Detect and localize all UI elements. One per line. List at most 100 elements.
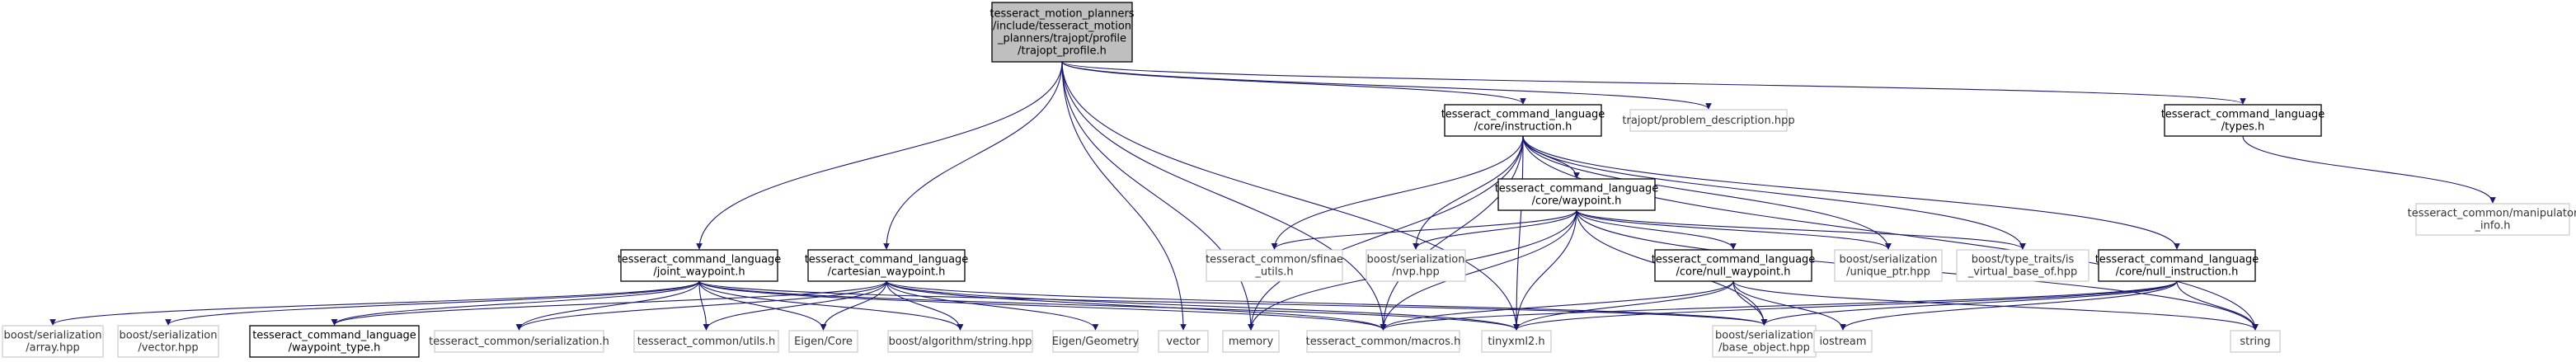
node-label-manipulator_info: tesseract_common/manipulator [2408,208,2576,220]
node-label-unique_ptr: boost/serialization [1839,254,1937,266]
node-label-nvp: /nvp.hpp [1392,266,1439,279]
node-manipulator_info[interactable]: tesseract_common/manipulator_info.h [2408,203,2576,236]
edge-instruction-to-is_virtual_base_of [1522,135,2026,250]
node-label-cartesian_waypoint: tesseract_command_language [805,254,969,266]
edge-joint_waypoint-to-eigen_core [698,280,827,331]
node-string_hpp[interactable]: boost/algorithm/string.hpp [887,330,1033,353]
edge-root-to-problem_description [1061,61,1712,110]
node-box-waypoint_type [249,325,420,358]
edge-cartesian_waypoint-to-tinyxml2 [886,280,1520,331]
node-waypoint_type[interactable]: tesseract_command_language/waypoint_type… [249,325,420,358]
node-utils_h[interactable]: tesseract_common/utils.h [633,330,779,353]
node-is_virtual_base_of[interactable]: boost/type_traits/is_virtual_base_of.hpp [1956,249,2089,282]
node-box-eigen_core [788,330,858,353]
node-unique_ptr[interactable]: boost/serialization/unique_ptr.hpp [1834,249,1943,282]
node-label-eigen_core: Eigen/Core [794,336,853,348]
edge-root-to-vector [1061,61,1187,331]
edge-cartesian_waypoint-to-serialization_h [515,280,887,331]
node-box-cartesian_waypoint [807,249,966,282]
node-waypoint[interactable]: tesseract_command_language/core/waypoint… [1495,178,1659,211]
node-sfinae_utils[interactable]: tesseract_common/sfinae_utils.h [1206,249,1343,282]
node-tinyxml2[interactable]: tinyxml2.h [1481,330,1552,353]
edge-joint_waypoint-to-waypoint_type [331,280,700,326]
edge-null_instruction-to-macros_h [1380,280,2178,331]
node-box-null_waypoint [1654,249,1812,282]
node-vector_hpp[interactable]: boost/serialization/vector.hpp [117,325,219,358]
node-box-manipulator_info [2415,203,2570,236]
node-label-waypoint_type: tesseract_command_language [252,330,416,342]
node-problem_description[interactable]: trajopt/problem_description.hpp [1622,109,1795,132]
edge-instruction-to-memory [1248,135,1524,331]
node-macros_h[interactable]: tesseract_common/macros.h [1306,330,1461,353]
node-box-macros_h [1306,330,1460,353]
node-label-joint_waypoint: tesseract_command_language [618,254,782,266]
node-label-sfinae_utils: _utils.h [1254,266,1293,279]
edge-null_waypoint-to-tinyxml2 [1513,280,1734,331]
node-box-types [2164,104,2322,137]
edge-waypoint-to-macros_h [1380,209,1577,331]
node-box-problem_description [1629,109,1788,132]
node-iostream[interactable]: iostream [1813,330,1873,353]
node-base_object[interactable]: boost/serialization/base_object.hpp [1712,325,1817,358]
node-label-waypoint_type: /waypoint_type.h [289,342,381,355]
node-box-string [2230,330,2281,353]
node-box-null_instruction [2098,249,2256,282]
node-label-string_hpp: boost/algorithm/string.hpp [889,336,1032,348]
node-instruction[interactable]: tesseract_command_language/core/instruct… [1441,104,1605,137]
node-label-cartesian_waypoint: /cartesian_waypoint.h [828,266,946,279]
node-label-array: /array.hpp [26,342,80,355]
node-serialization_h[interactable]: tesseract_common/serialization.h [429,330,609,353]
node-box-eigen_geometry [1052,330,1139,353]
node-nvp[interactable]: boost/serialization/nvp.hpp [1366,249,1466,282]
node-label-instruction: tesseract_command_language [1441,109,1605,121]
node-eigen_core[interactable]: Eigen/Core [788,330,858,353]
node-label-joint_waypoint: /joint_waypoint.h [653,266,745,279]
edge-joint_waypoint-to-serialization_h [515,280,700,331]
edge-joint_waypoint-to-string_hpp [698,280,964,331]
node-vector[interactable]: vector [1158,330,1209,353]
edge-joint_waypoint-to-macros_h [698,280,1387,331]
edge-waypoint-to-null_waypoint [1576,209,1737,250]
edge-root-to-macros_h [1061,61,1387,331]
node-memory[interactable]: memory [1222,330,1280,353]
node-label-array: boost/serialization [3,330,101,342]
node-box-string_hpp [887,330,1033,353]
node-label-types: /types.h [2221,121,2265,134]
node-joint_waypoint[interactable]: tesseract_command_language/joint_waypoin… [618,249,782,282]
node-array[interactable]: boost/serialization/array.hpp [2,325,104,358]
node-box-sfinae_utils [1206,249,1343,282]
node-label-is_virtual_base_of: _virtual_base_of.hpp [1967,266,2078,279]
edge-waypoint-to-unique_ptr [1576,209,1892,250]
node-box-tinyxml2 [1481,330,1552,353]
node-types[interactable]: tesseract_command_language/types.h [2161,104,2325,137]
edge-instruction-to-sfinae_utils [1271,135,1524,250]
node-label-eigen_geometry: Eigen/Geometry [1052,336,1140,348]
edge-root-to-types [1061,61,2246,105]
edge-cartesian_waypoint-to-eigen_geometry [886,280,1099,331]
node-label-string: string [2240,336,2270,348]
node-box-vector [1158,330,1209,353]
node-label-macros_h: tesseract_common/macros.h [1306,336,1461,348]
edge-cartesian_waypoint-to-utils_h [703,280,887,331]
node-label-manipulator_info: _info.h [2474,220,2510,233]
edge-cartesian_waypoint-to-base_object [886,280,1768,326]
node-null_instruction[interactable]: tesseract_command_language/core/null_ins… [2095,249,2259,282]
node-label-tinyxml2: tinyxml2.h [1488,336,1544,348]
edge-root-to-cartesian_waypoint [883,61,1063,250]
node-eigen_geometry[interactable]: Eigen/Geometry [1052,330,1140,353]
edge-cartesian_waypoint-to-macros_h [886,280,1387,331]
node-null_waypoint[interactable]: tesseract_command_language/core/null_way… [1652,249,1816,282]
node-box-root [991,2,1133,63]
edge-joint_waypoint-to-vector_hpp [165,280,700,326]
node-label-utils_h: tesseract_common/utils.h [637,336,775,348]
node-box-waypoint [1497,178,1656,211]
edge-waypoint-to-tinyxml2 [1513,209,1577,331]
node-cartesian_waypoint[interactable]: tesseract_command_language/cartesian_way… [805,249,969,282]
node-label-instruction: /core/instruction.h [1474,121,1572,134]
node-label-memory: memory [1229,336,1274,348]
node-box-instruction [1444,104,1602,137]
node-string[interactable]: string [2230,330,2281,353]
node-box-is_virtual_base_of [1956,249,2089,282]
